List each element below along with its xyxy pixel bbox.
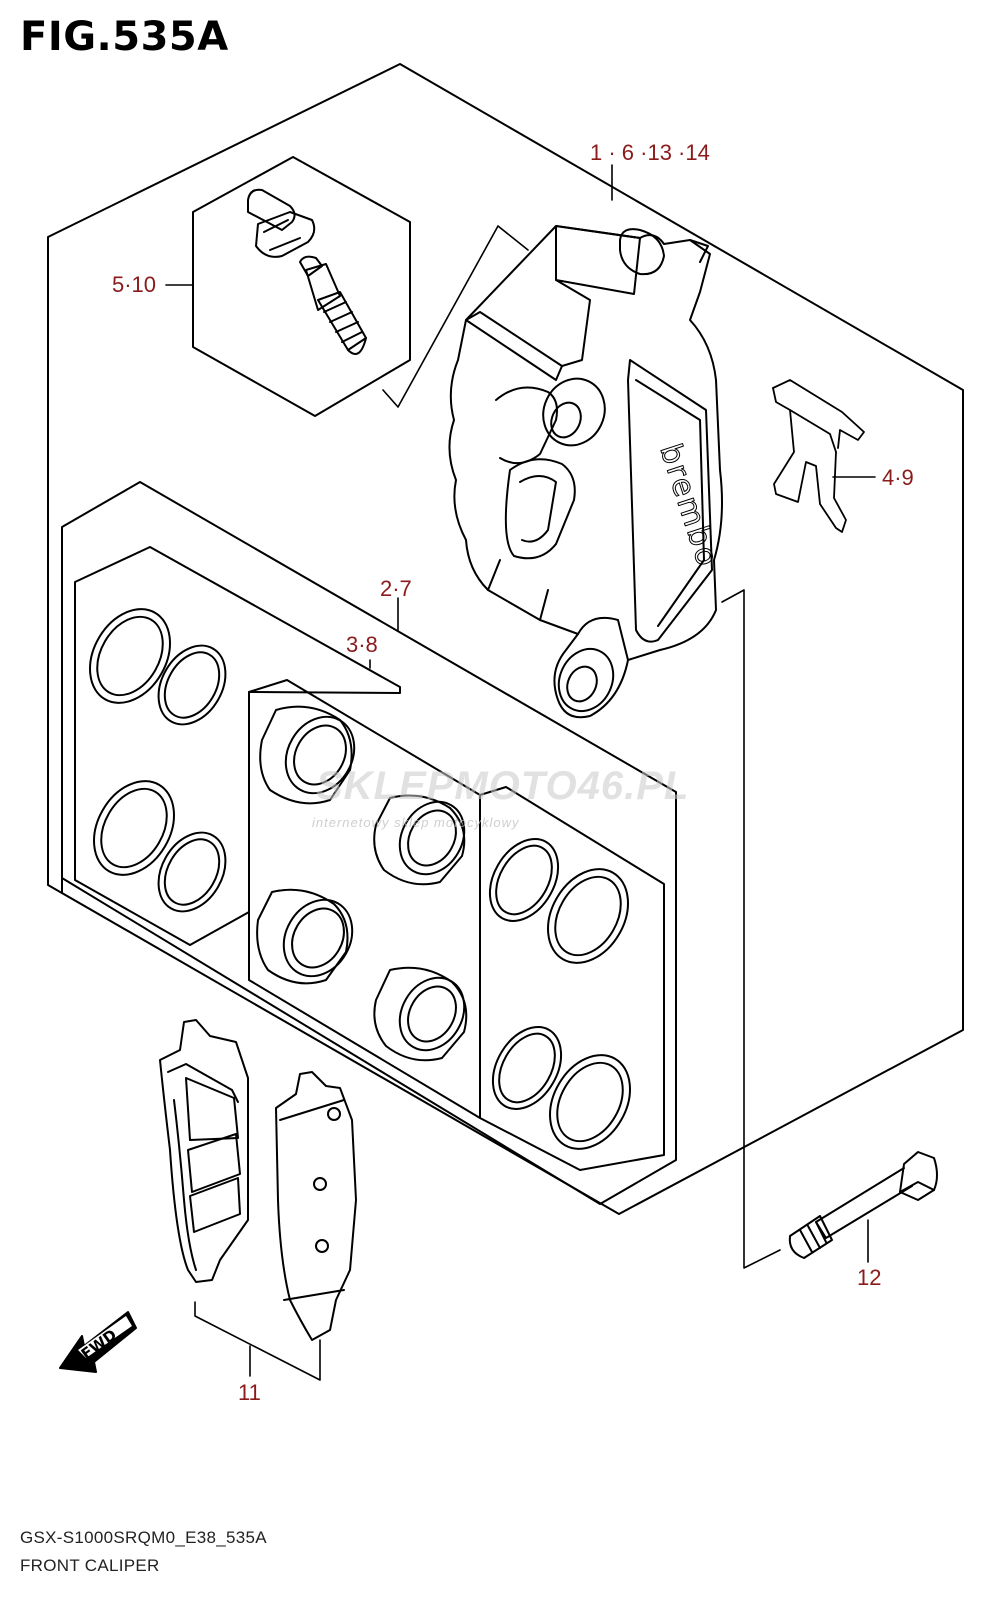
leader-lines [165,164,876,1381]
brake-pad-left [159,1019,249,1283]
bleeder-kit-frame [192,156,411,417]
piston-seal-rings [89,608,227,913]
piston [259,705,356,805]
brake-caliper-body [448,225,723,719]
watermark-tagline: internetowy sklep motocyklowy [312,815,520,830]
piston [256,888,354,985]
fwd-arrow-icon: FWD [59,1311,137,1373]
piston [373,966,468,1062]
figure-title: FIG.535A [20,14,229,60]
brake-pad-right [275,1071,357,1341]
callout-pad-set[interactable]: 11 [238,1380,261,1405]
caliper-pistons [256,705,468,1062]
callout-pad-spring[interactable]: 4·9 [882,465,914,490]
pad-spring [772,379,865,533]
callout-caliper-assembly[interactable]: 1 · 6 ·13 ·14 [590,140,710,165]
watermark-logo: SKLEPMOTO46.PL [316,764,690,808]
mounting-bolt [788,1151,938,1259]
callout-bleeder-set[interactable]: 5·10 [112,272,157,297]
brembo-logo-text: brembo [652,440,725,572]
piston [373,794,466,886]
model-code: GSX-S1000SRQM0_E38_535A [20,1528,267,1547]
outer-kit-frame [47,63,964,1215]
dust-seal-rings [488,838,631,1150]
seal-group-right-frame [479,786,665,1171]
section-name: FRONT CALIPER [20,1556,160,1575]
piston-seal-kit-frame [61,481,677,1205]
callout-piston-seal-set-b[interactable]: 3·8 [346,632,378,657]
callout-mounting-bolt[interactable]: 12 [857,1265,882,1290]
bleeder-cap [247,188,316,258]
piston-group-frame [248,679,481,1119]
bleeder-screw [299,255,367,355]
callout-piston-seal-set-a[interactable]: 2·7 [380,576,412,601]
